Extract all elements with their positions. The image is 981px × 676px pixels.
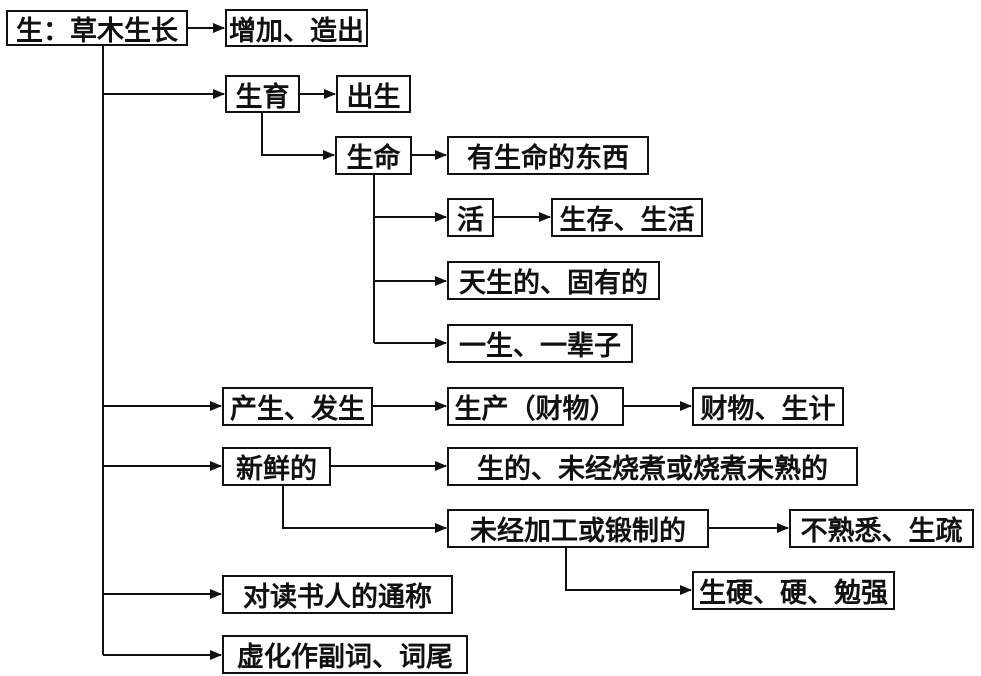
- node-shengde: 生的、未经烧煮或烧煮未熟的: [447, 447, 858, 486]
- node-youshengming: 有生命的东西: [447, 136, 649, 175]
- node-xinxian: 新鲜的: [222, 447, 331, 486]
- node-yisheng: 一生、一辈子: [447, 324, 633, 363]
- node-dushuren: 对读书人的通称: [222, 575, 453, 614]
- node-root: 生：草木生长: [6, 10, 188, 47]
- arrow-shengyu-shengming: [261, 112, 335, 160]
- arrow-weijing-shengying: [565, 546, 692, 595]
- node-chusheng: 出生: [336, 75, 411, 113]
- node-chansheng: 产生、发生: [222, 387, 373, 426]
- node-huo: 活: [447, 198, 494, 237]
- node-shengming: 生命: [335, 136, 412, 175]
- node-xuhua: 虚化作副词、词尾: [222, 635, 468, 674]
- node-shengchan: 生产（财物）: [447, 387, 624, 426]
- node-tiansheng: 天生的、固有的: [447, 261, 660, 300]
- node-shengcun: 生存、生活: [551, 198, 703, 237]
- node-bushu: 不熟悉、生疏: [789, 509, 974, 548]
- node-zengjia: 增加、造出: [225, 9, 368, 47]
- arrow-xinxian-weijing: [282, 484, 447, 533]
- node-shengyu: 生育: [225, 75, 300, 113]
- node-shengying: 生硬、硬、勉强: [692, 571, 895, 610]
- node-caiwu: 财物、生计: [692, 387, 844, 426]
- node-weijing: 未经加工或锻制的: [447, 509, 709, 548]
